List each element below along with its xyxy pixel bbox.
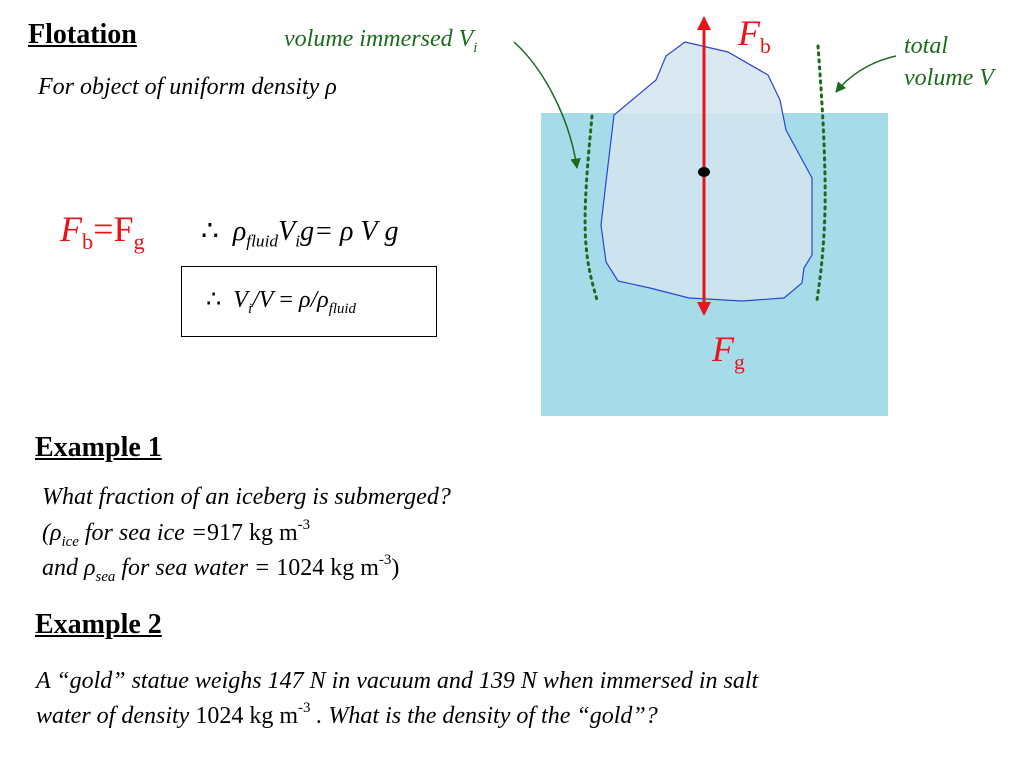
example1-question: What fraction of an iceberg is submerged…: [42, 484, 451, 510]
total-volume-bracket: [815, 44, 827, 302]
example1-ice-density: (ρice for sea ice =917 kg m-3: [42, 516, 311, 550]
fraction-result-equation: ∴ Vi/V = ρ/ρfluid: [206, 287, 356, 317]
example1-heading: Example 1: [35, 432, 162, 463]
example1-sea-density: and ρsea for sea water = 1024 kg m-3): [42, 551, 400, 585]
example2-heading: Example 2: [35, 609, 162, 640]
gravity-force-label: Fg: [712, 329, 745, 375]
density-volume-equation: ∴ ρfluidVig= ρ V g: [201, 216, 399, 251]
total-pointer-arrow: [835, 55, 897, 93]
immersed-volume-bracket: [583, 114, 599, 302]
immersed-pointer-arrow: [513, 41, 581, 170]
example2-question-line2: water of density 1024 kg m-3 . What is t…: [36, 699, 658, 729]
buoyant-force-label: Fb: [738, 13, 771, 59]
center-of-mass-dot: [698, 167, 710, 177]
equilibrium-equation: Fb=Fg: [60, 209, 145, 255]
subtitle: For object of uniform density ρ: [38, 74, 337, 100]
example2-question-line1: A “gold” statue weighs 147 N in vacuum a…: [36, 668, 759, 694]
slide-title: Flotation: [28, 19, 137, 50]
volume-immersed-label: volume immersed Vi: [284, 26, 478, 56]
result-box: [181, 266, 437, 337]
